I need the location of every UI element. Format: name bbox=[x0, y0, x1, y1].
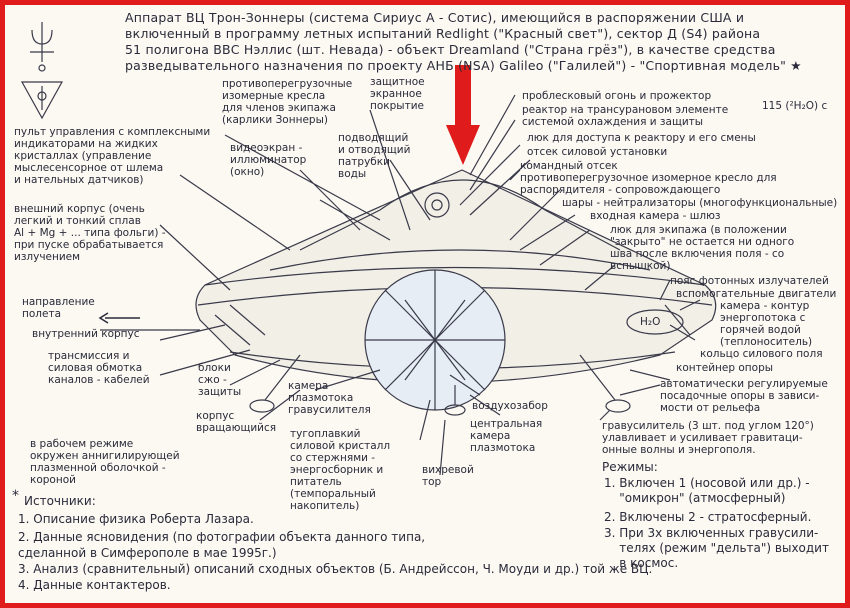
label-grav-amplifier: гравусилитель (3 шт. под углом 120°) ула… bbox=[602, 420, 814, 456]
header-line-3: 51 полигона ВВС Нэллис (шт. Невада) - об… bbox=[125, 42, 776, 57]
red-arrow bbox=[446, 65, 480, 165]
label-plasma-camera: камера плазмотока гравусилителя bbox=[288, 380, 371, 416]
triangle-symbol bbox=[20, 81, 64, 120]
label-navigator-seat: противоперегрузочное изомерное кресло дл… bbox=[520, 172, 777, 196]
label-plasma-field: в рабочем режиме окружен аннигилирующей … bbox=[30, 438, 180, 486]
label-cooling-blocks: блоки сжо - защиты bbox=[198, 362, 242, 398]
label-inner-hull: внутренний корпус bbox=[32, 328, 140, 340]
label-transmission: трансмиссия и силовая обмотка каналов - … bbox=[48, 350, 150, 386]
label-photon-emitters: пояс фотонных излучателей bbox=[670, 275, 829, 287]
label-crystal: тугоплавкий силовой кристалл со стержням… bbox=[290, 428, 391, 512]
label-water-pipes: подводящий и отводящий патрубки воды bbox=[338, 132, 411, 180]
label-power-ring: кольцо силового поля bbox=[700, 348, 823, 360]
label-video-screen: видеоэкран - иллюминатор (окно) bbox=[230, 142, 307, 178]
label-air-intake: воздухозабор bbox=[472, 400, 548, 412]
source-item: 4. Данные контактеров. bbox=[18, 578, 171, 592]
label-neutralizer-balls: шары - нейтрализаторы (многофункциональн… bbox=[562, 197, 838, 209]
label-auxiliary-engines: вспомогательные двигатели bbox=[676, 288, 837, 300]
header-line-2: включенный в программу летных испытаний … bbox=[125, 26, 761, 41]
trident-symbol bbox=[30, 22, 54, 72]
mode-item: 3. При 3х включенных гравусили- телях (р… bbox=[604, 526, 829, 570]
star-mark: * bbox=[12, 488, 19, 504]
label-vortex-torus: вихревой тор bbox=[422, 464, 474, 488]
label-outer-hull: внешний корпус (очень легкий и тонкий сп… bbox=[14, 203, 166, 263]
source-item: 2. Данные ясновидения (по фотографии объ… bbox=[18, 530, 426, 544]
source-item: 1. Описание физика Роберта Лазара. bbox=[18, 512, 254, 526]
label-reactor-element: реактор на трансурановом элементе систем… bbox=[522, 104, 729, 128]
header-line-4: разведывательного назначения по проекту … bbox=[125, 58, 802, 73]
label-energy-circuit: камера - контур энергопотока с горячей в… bbox=[720, 300, 813, 348]
label-anti-g-seats: противоперегрузочные изомерные кресла дл… bbox=[222, 78, 353, 126]
label-control-panel: пульт управления с комплексными индикато… bbox=[14, 126, 211, 186]
label-shield-cover: защитное экранное покрытие bbox=[370, 76, 425, 112]
source-item: сделанной в Симферополе в мае 1995г.) bbox=[18, 546, 277, 560]
label-command-compartment: командный отсек bbox=[520, 160, 618, 172]
label-support-container: контейнер опоры bbox=[676, 362, 774, 374]
label-power-compartment: отсек силовой установки bbox=[527, 146, 668, 158]
label-element-formula: 115 (²H₂O) с bbox=[762, 100, 828, 112]
modes-title: Режимы: bbox=[602, 460, 658, 474]
mode-item: 2. Включены 2 - стратосферный. bbox=[604, 510, 812, 524]
label-entry-lock: входная камера - шлюз bbox=[590, 210, 721, 222]
label-crew-hatch-2: люк для экипажа (в положении "закрыто" н… bbox=[610, 224, 795, 272]
label-auto-supports: автоматически регулируемые посадочные оп… bbox=[660, 378, 828, 414]
label-rotating-body: корпус вращающийся bbox=[196, 410, 277, 434]
source-item: 3. Анализ (сравнительный) описаний сходн… bbox=[18, 562, 653, 576]
label-water: H₂O bbox=[640, 316, 661, 328]
label-central-camera: центральная камера плазмотока bbox=[470, 418, 543, 454]
mode-item: 1. Включен 1 (носовой или др.) - "омикро… bbox=[604, 476, 810, 505]
header-line-1: Аппарат ВЦ Трон-Зоннеры (система Сириус … bbox=[125, 10, 745, 25]
label-flight-direction: направление полета bbox=[22, 296, 95, 320]
label-crew-hatch: люк для доступа к реактору и его смены bbox=[527, 132, 756, 144]
sources-title: Источники: bbox=[24, 494, 96, 508]
label-beacon: проблесковый огонь и прожектор bbox=[522, 90, 712, 102]
